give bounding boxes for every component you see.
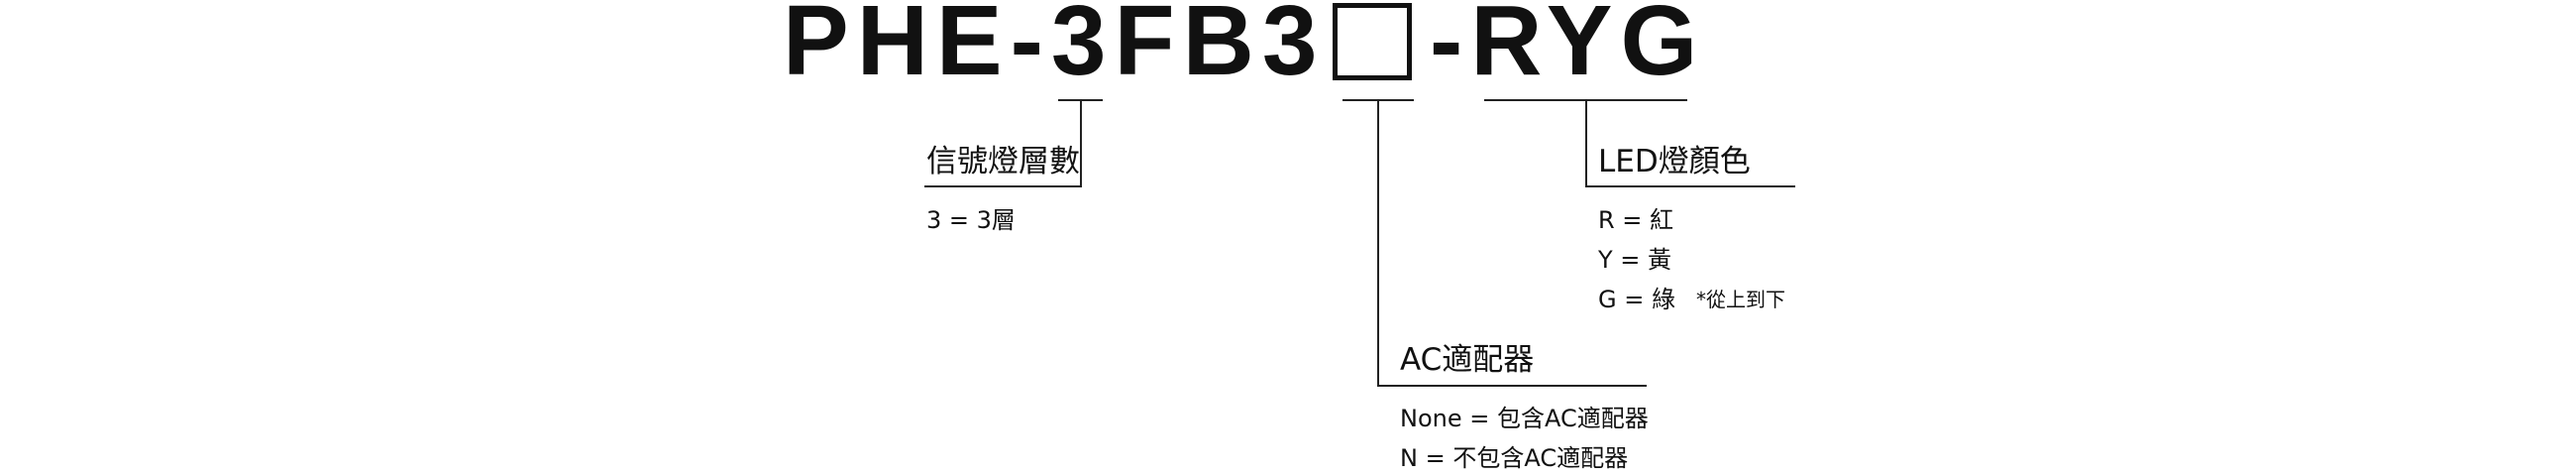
adapter-heading: AC適配器 <box>1400 342 1535 378</box>
layers-item: 3 = 3層 <box>926 206 1016 234</box>
layers-connector <box>1080 99 1082 186</box>
led-heading-rule <box>1585 185 1795 187</box>
option-placeholder-box <box>1333 3 1412 80</box>
led-heading: LED燈顏色 <box>1598 144 1751 179</box>
led-item-red: R = 紅 <box>1598 206 1674 234</box>
led-item-yellow: Y = 黃 <box>1598 246 1672 274</box>
adapter-connector <box>1377 99 1379 387</box>
layers-heading-rule <box>924 185 1082 187</box>
model-suffix: -RYG <box>1430 0 1706 96</box>
led-connector <box>1585 99 1587 186</box>
layers-heading: 信號燈層數 <box>926 144 1080 179</box>
adapter-item-included: None = 包含AC適配器 <box>1400 405 1649 432</box>
adapter-heading-rule <box>1377 385 1647 387</box>
adapter-item-excluded: N = 不包含AC適配器 <box>1400 444 1629 472</box>
led-order-note: *從上到下 <box>1696 288 1785 311</box>
model-prefix: PHE-3FB3 <box>783 0 1326 96</box>
led-item-green: G = 綠 <box>1598 286 1675 313</box>
